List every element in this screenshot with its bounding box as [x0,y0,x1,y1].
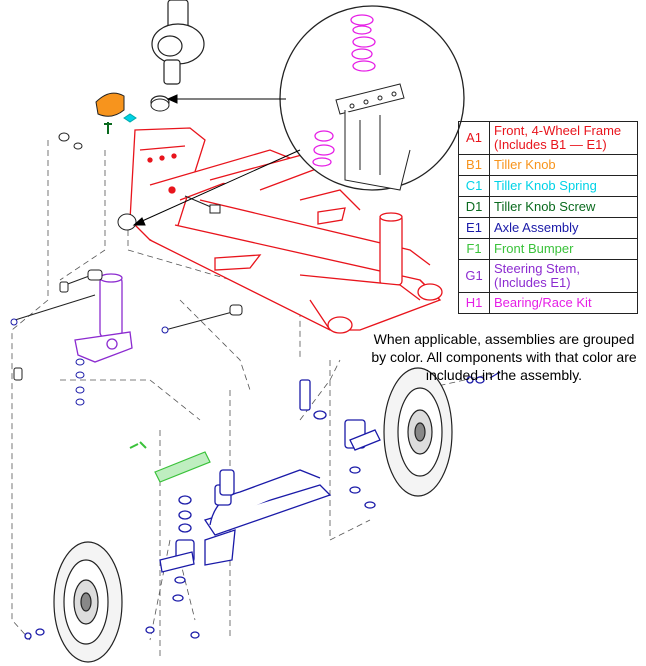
assembly-guide-lines [11,140,501,660]
steering-stem [74,273,133,363]
color-legend: A1 Front, 4-Wheel Frame (Includes B1 — E… [458,121,638,314]
legend-row: F1 Front Bumper [458,238,638,260]
front-bumper [129,441,211,483]
legend-label: Tiller Knob Screw [489,196,638,218]
tie-rods [13,269,243,381]
legend-code: D1 [458,196,490,218]
legend-row: H1 Bearing/Race Kit [458,292,638,314]
legend-code: C1 [458,175,490,197]
legend-code: G1 [458,259,490,293]
legend-label: Front, 4-Wheel Frame (Includes B1 — E1) [489,121,638,155]
legend-label: Steering Stem, (Includes E1) [489,259,638,293]
legend-label: Tiller Knob [489,154,638,176]
assembly-note: When applicable, assemblies are grouped … [371,331,637,383]
legend-label: Front Bumper [489,238,638,260]
legend-row: B1 Tiller Knob [458,154,638,176]
legend-row: D1 Tiller Knob Screw [458,196,638,218]
front-frame [129,127,443,334]
legend-code: F1 [458,238,490,260]
legend-code: H1 [458,292,490,314]
left-wheel [53,541,123,663]
axle-hardware [10,318,169,406]
legend-label: Tiller Knob Spring [489,175,638,197]
callout-arrows [132,94,301,226]
legend-code: A1 [458,121,490,155]
bearing-detail-callout [279,5,465,191]
frame-bolts [58,98,221,231]
right-wheel [383,367,453,497]
legend-row: E1 Axle Assembly [458,217,638,239]
legend-code: E1 [458,217,490,239]
tiller-knob [95,92,137,134]
legend-row: C1 Tiller Knob Spring [458,175,638,197]
legend-label: Axle Assembly [489,217,638,239]
steering-column [150,0,205,109]
legend-row: G1 Steering Stem, (Includes E1) [458,259,638,293]
legend-code: B1 [458,154,490,176]
axle-assembly [24,371,501,640]
legend-label: Bearing/Race Kit [489,292,638,314]
legend-row: A1 Front, 4-Wheel Frame (Includes B1 — E… [458,121,638,155]
